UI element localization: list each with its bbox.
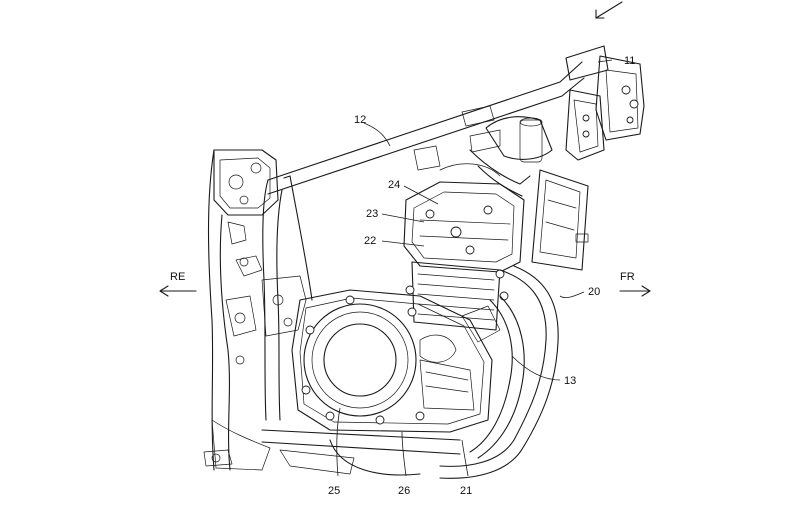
ref-numeral-23: 23 <box>366 208 378 220</box>
ref-numeral-20: 20 <box>588 286 600 298</box>
front-direction-label: FR <box>620 271 635 283</box>
ref-numeral-24: 24 <box>388 179 400 191</box>
rear-body-structure <box>203 149 279 471</box>
cylinder-head <box>403 181 525 331</box>
canister <box>531 169 589 271</box>
exhaust-pipes <box>261 265 559 479</box>
ref-numeral-26: 26 <box>398 485 410 497</box>
ref-numeral-21: 21 <box>460 485 472 497</box>
front-direction-arrow <box>619 285 651 297</box>
view-arrow <box>595 1 623 19</box>
intake-assembly <box>439 116 553 197</box>
rear-direction-label: RE <box>170 271 185 283</box>
leader-lines <box>336 59 613 477</box>
ref-numeral-25: 25 <box>328 485 340 497</box>
steering-head <box>565 45 645 161</box>
main-frame <box>261 61 585 421</box>
rear-direction-arrow <box>159 285 197 297</box>
ref-numeral-12: 12 <box>354 114 366 126</box>
ref-numeral-11: 11 <box>624 55 635 67</box>
ref-numeral-13: 13 <box>564 375 576 387</box>
crankcase <box>291 289 501 433</box>
ref-numeral-22: 22 <box>364 235 376 247</box>
